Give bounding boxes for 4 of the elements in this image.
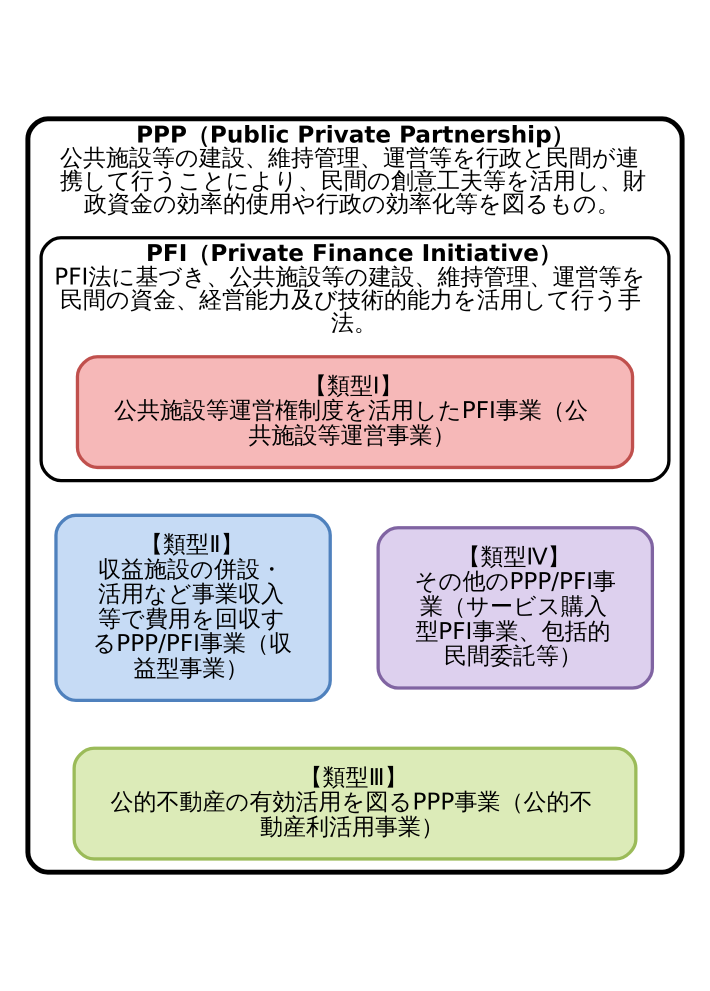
node-box: 【類型Ⅰ】 公共施設等運営権制度を活用したPFI事業（公共施設等運営事業） xyxy=(76,355,634,470)
node-box: 【類型Ⅱ】 収益施設の併設・活用など事業収入等で費用を回収するPPP/PFI事業（収益型事業） xyxy=(54,514,332,702)
node-box: 【類型Ⅳ】 その他のPPP/PFI事業（サービス購入型PFI事業、包括的民間委託等） xyxy=(376,526,654,690)
node-box: 【類型Ⅲ】 公的不動産の有効活用を図るPPP事業（公的不動産利活用事業） xyxy=(72,746,638,861)
